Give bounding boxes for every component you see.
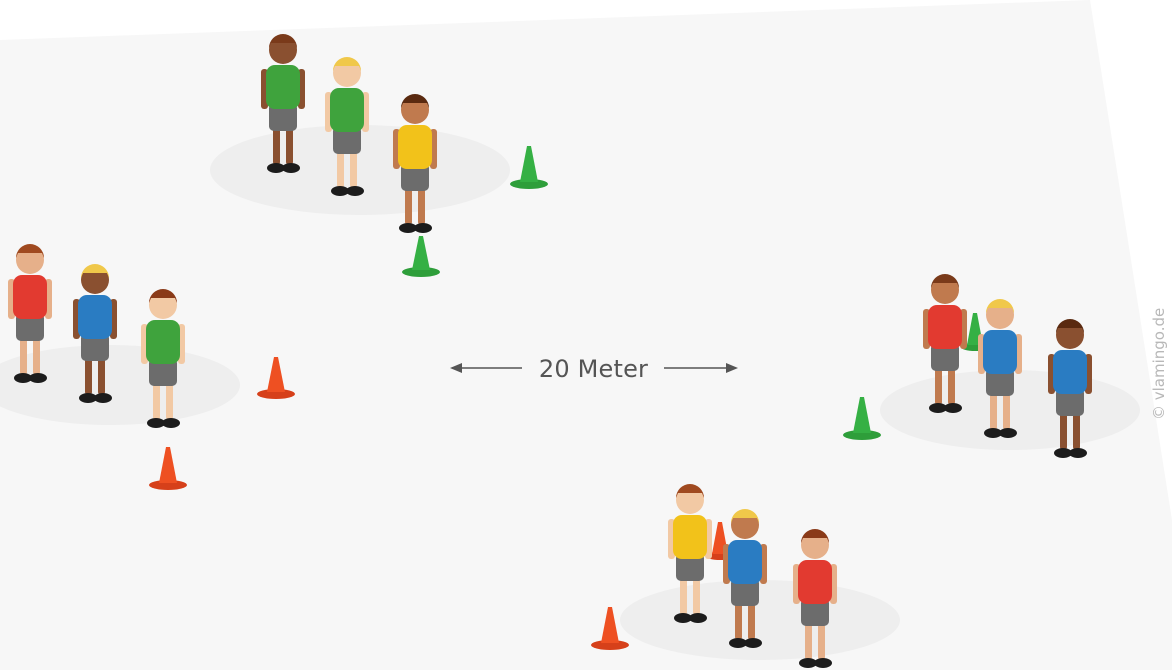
distance-label: 20 Meter	[537, 352, 650, 386]
shadow	[620, 580, 900, 660]
copyright-notice: © vlamingo.de	[1150, 400, 1170, 420]
